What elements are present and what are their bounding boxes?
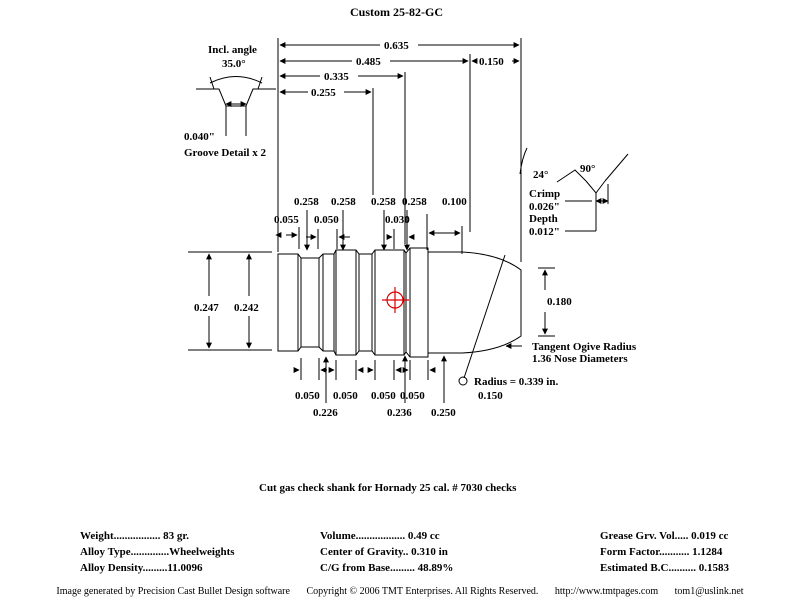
- footer-copyright: Copyright © 2006 TMT Enterprises. All Ri…: [306, 586, 539, 597]
- footer-website-link[interactable]: http://www.tmtpages.com: [554, 586, 659, 597]
- ogive-nose-diameters: 1.36 Nose Diameters: [532, 353, 628, 365]
- dim-shank-length: 0.055: [274, 214, 299, 226]
- dim-lower-3: 0.050: [371, 390, 396, 402]
- dim-lower-band-dia-2: 0.236: [387, 407, 412, 419]
- groove-detail-caption: Groove Detail x 2: [184, 147, 266, 159]
- groove-width-value: 0.040": [184, 131, 215, 143]
- dim-band-dia-1: 0.258: [294, 196, 319, 208]
- dim-lower-band-dia-1: 0.226: [313, 407, 338, 419]
- stat-center-of-gravity: Center of Gravity.. 0.310 in: [320, 546, 448, 558]
- crimp-angle-24: 24°: [533, 169, 548, 181]
- dim-lower-1: 0.050: [295, 390, 320, 402]
- stat-alloy-density: Alloy Density.........11.0096: [80, 562, 203, 574]
- crimp-depth-label: Depth: [529, 213, 558, 225]
- footer-generated-by: Image generated by Precision Cast Bullet…: [56, 586, 290, 597]
- dim-nose-start: 0.100: [442, 196, 467, 208]
- dim-band-width-2: 0.030: [385, 214, 410, 226]
- stat-volume: Volume.................. 0.49 cc: [320, 530, 440, 542]
- ogive-annotation: Tangent Ogive Radius 1.36 Nose Diameters…: [458, 341, 637, 388]
- dim-band-width-1: 0.050: [314, 214, 339, 226]
- dim-body-length: 0.485: [356, 56, 381, 68]
- dim-lower-band-dia-3: 0.250: [431, 407, 456, 419]
- gas-check-note: Cut gas check shank for Hornady 25 cal. …: [259, 482, 517, 494]
- dim-lower-4: 0.050: [400, 390, 425, 402]
- drawing-title: Custom 25-82-GC: [350, 5, 443, 19]
- stat-grease-groove-volume: Grease Grv. Vol..... 0.019 cc: [600, 530, 729, 542]
- dim-nose-length: 0.150: [479, 56, 504, 68]
- crimp-detail: 24° 90° Crimp 0.026" Depth 0.012": [519, 147, 629, 238]
- dim-overall-length: 0.635: [384, 40, 409, 52]
- groove-detail: Incl. angle 35.0° 0.040" Groove Detail x…: [184, 44, 276, 159]
- crimp-angle-90: 90°: [580, 163, 595, 175]
- dim-front-band-position: 0.335: [324, 71, 349, 83]
- ogive-label: Tangent Ogive Radius: [532, 341, 637, 353]
- side-dimensions: 0.247 0.242 0.180: [188, 251, 572, 351]
- dim-radius-offset: 0.150: [478, 390, 503, 402]
- bullet-profile: [277, 247, 522, 379]
- stats-column-2: Volume.................. 0.49 cc Center …: [320, 528, 453, 576]
- dim-body-diameter: 0.247: [194, 302, 219, 314]
- dim-band-dia-4: 0.258: [402, 196, 427, 208]
- footer-email-link[interactable]: tom1@uslink.net: [674, 586, 744, 597]
- stats-column-3: Grease Grv. Vol..... 0.019 cc Form Facto…: [600, 528, 729, 576]
- ogive-radius: Radius = 0.339 in.: [474, 376, 558, 388]
- stat-cg-from-base: C/G from Base......... 48.89%: [320, 562, 454, 574]
- stat-weight: Weight................. 83 gr.: [80, 530, 189, 542]
- stat-form-factor: Form Factor........... 1.1284: [600, 546, 723, 558]
- dim-band-dia-3: 0.258: [371, 196, 396, 208]
- stats-column-1: Weight................. 83 gr. Alloy Typ…: [80, 528, 235, 576]
- crimp-depth-value: 0.012": [529, 226, 560, 238]
- dim-meplat-diameter: 0.180: [547, 296, 572, 308]
- upper-dimensions: 0.258 0.258 0.258 0.258 0.100 0.055 0.05…: [274, 196, 467, 254]
- groove-angle-value: 35.0°: [222, 58, 246, 70]
- crimp-value: 0.026": [529, 201, 560, 213]
- dim-band-dia-2: 0.258: [331, 196, 356, 208]
- dim-groove-diameter: 0.242: [234, 302, 259, 314]
- center-of-gravity-marker: [382, 287, 409, 313]
- stat-estimated-bc: Estimated B.C.......... 0.1583: [600, 562, 729, 574]
- top-dimensions: 0.635 0.485 0.150 0.335 0.255: [277, 38, 522, 262]
- stat-alloy-type: Alloy Type..............Wheelweights: [80, 546, 235, 558]
- lower-dimensions: 0.050 0.050 0.050 0.050 0.226 0.236 0.25…: [293, 355, 503, 419]
- dim-lower-2: 0.050: [333, 390, 358, 402]
- dim-groove-position: 0.255: [311, 87, 336, 99]
- crimp-label: Crimp: [529, 188, 560, 200]
- groove-incl-angle-label: Incl. angle: [208, 44, 257, 56]
- footer: Image generated by Precision Cast Bullet…: [0, 586, 800, 597]
